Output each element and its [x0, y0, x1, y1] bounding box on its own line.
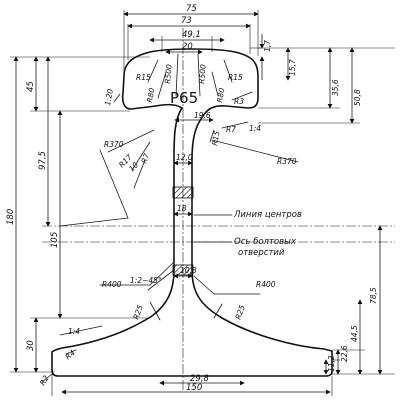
label-center-line: Линия центров [233, 210, 302, 220]
slope-web: 1:2~45° [130, 276, 162, 285]
head-zone-label: 45 [26, 81, 36, 92]
foot-center-label: 29,8 [190, 374, 210, 384]
dim-head-width-label: 73 [181, 16, 192, 26]
radius-r370-right: R370 [277, 157, 297, 166]
web-lower-offset-label: 19,6 [194, 111, 211, 120]
web-bottom-label: 10,8 [180, 266, 197, 275]
web-zone-label: 105 [50, 232, 60, 248]
foot-width-label: 150 [186, 383, 202, 393]
neck-zone-label: 97,5 [38, 151, 48, 170]
slope-under-head: 1:4 [249, 124, 261, 133]
total-height-label: 180 [6, 209, 16, 225]
label-bolt-axis-2: отверстий [238, 248, 285, 258]
foot-edge2-label: 22,6 [340, 345, 349, 362]
web-top-label: 12,0 [176, 153, 193, 162]
head-full-label: 50,8 [353, 89, 362, 106]
label-bolt-axis-1: Ось болтовых [234, 237, 297, 247]
radius-r15-web: R15 [210, 130, 221, 146]
radius-r370-left: R370 [104, 140, 124, 149]
foot-edge-label: 11,2 [327, 355, 336, 372]
radius-r400-right: R400 [256, 280, 276, 289]
radius-r7-left: R7 [139, 152, 151, 165]
foot-zone-label: 30 [26, 340, 36, 351]
radius-r80-right: R80 [215, 87, 226, 103]
head-height-label: 35,6 [331, 79, 340, 96]
radius-r7-right: R7 [226, 125, 236, 134]
foot-height-label: 78,5 [369, 287, 378, 304]
radius-r80-left: R80 [145, 87, 156, 103]
radius-r500-right: R500 [197, 64, 208, 84]
profile-name: Р65 [170, 89, 198, 107]
radius-r3: R3 [234, 97, 244, 106]
radius-r400-left: R400 [102, 280, 122, 289]
radius-r25-right: R25 [233, 304, 247, 321]
radius-r2: R2 [38, 374, 51, 387]
web-center-label: 18 [177, 204, 187, 213]
head-drop-label: 15,7 [288, 59, 297, 76]
radius-r15-right: R15 [228, 73, 243, 82]
dim-crown-width-label: 49,1 [182, 30, 201, 40]
radius-r15-left: R15 [136, 73, 151, 82]
head-side-offset-label: 1,7 [263, 40, 272, 52]
slope-head: 1:20 [103, 88, 115, 106]
slope-foot: 1:4 [68, 327, 80, 336]
dim-top-width-label: 75 [186, 4, 197, 14]
dim-crown-flat-label: 20 [182, 42, 193, 52]
radius-r500-left: R500 [163, 64, 174, 84]
foot-step-label: 44,5 [350, 325, 359, 342]
